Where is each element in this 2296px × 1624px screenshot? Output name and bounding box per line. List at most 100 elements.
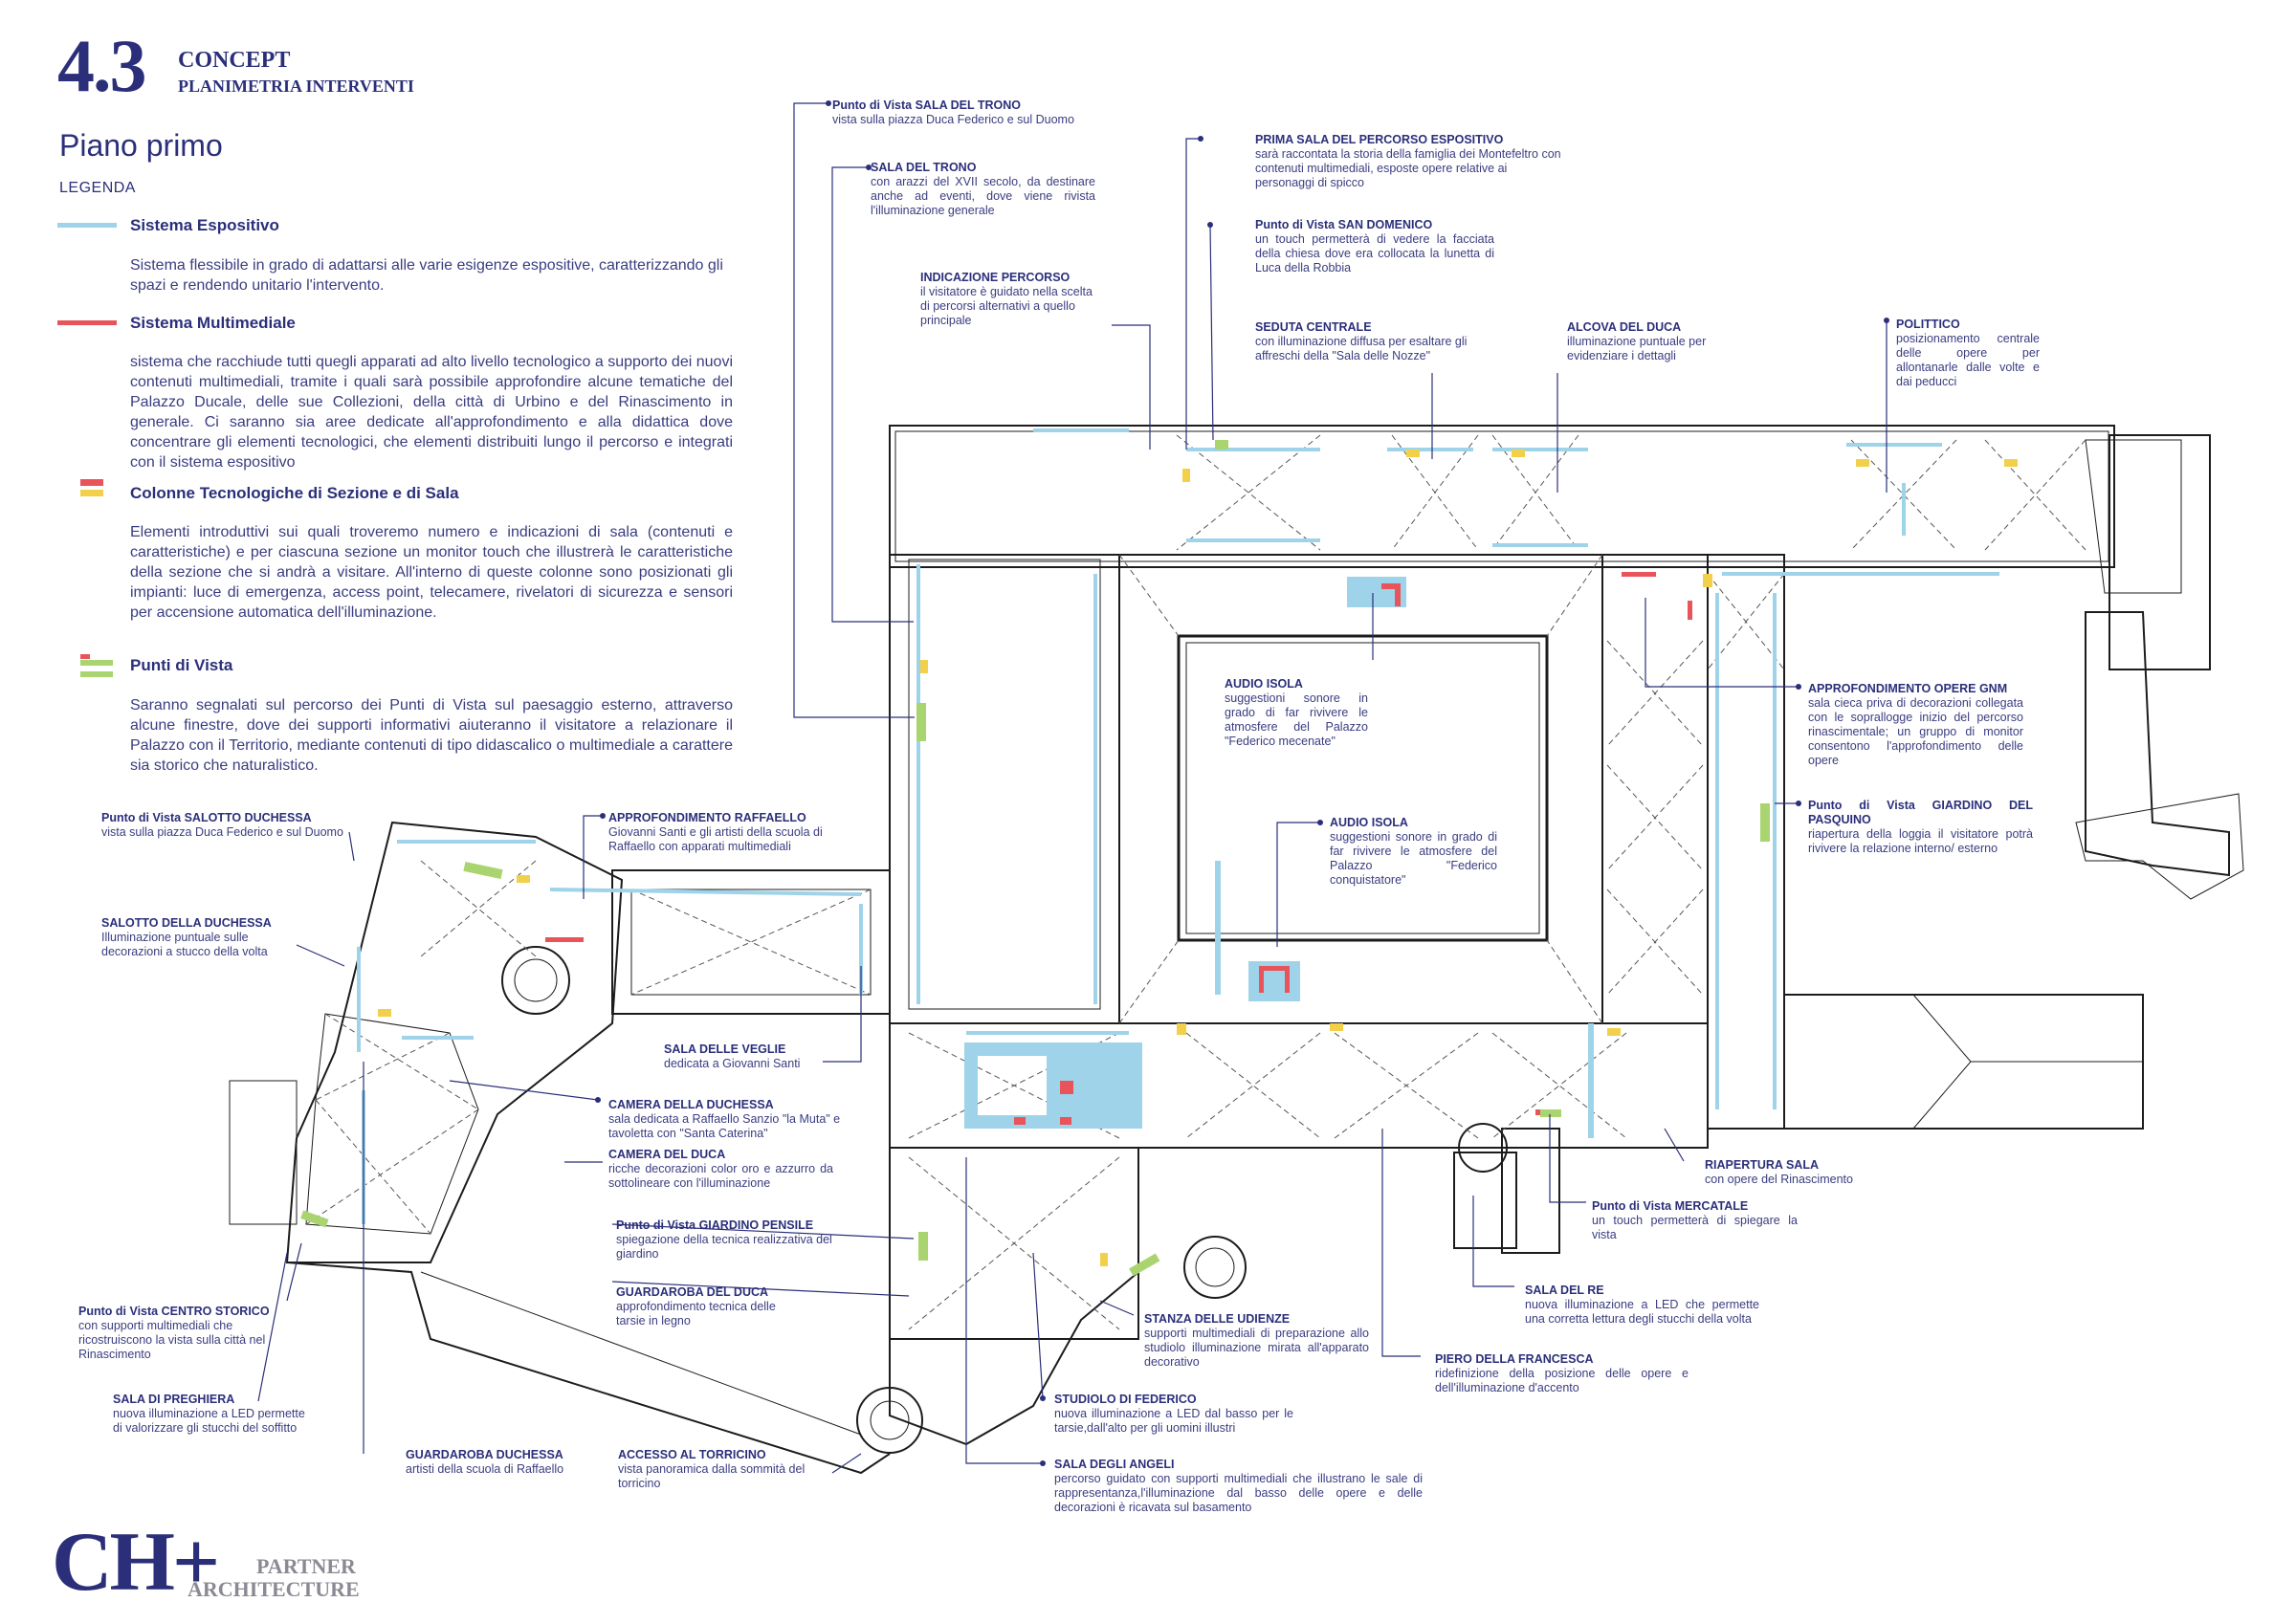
annotation-text: nuova illuminazione a LED dal basso per … bbox=[1054, 1407, 1293, 1435]
annotation-title: Punto di Vista SALA DEL TRONO bbox=[832, 99, 1022, 112]
annotation-title: SALA DEGLI ANGELI bbox=[1054, 1458, 1175, 1471]
leader-dots bbox=[595, 100, 1889, 1466]
annotation-title: Punto di Vista SAN DOMENICO bbox=[1255, 218, 1433, 231]
punti-swatch-red bbox=[80, 654, 90, 659]
annotation-text: il visitatore è guidato nella scelta di … bbox=[920, 285, 1093, 327]
annotation-title: Punto di Vista GIARDINO PENSILE bbox=[616, 1218, 814, 1232]
plan-walls bbox=[229, 425, 2244, 1475]
legend-text-multimediale: sistema che racchiude tutti quegli appar… bbox=[130, 354, 733, 471]
annotation-title: SALA DELLE VEGLIE bbox=[664, 1042, 786, 1056]
plate-subtitle: PLANIMETRIA INTERVENTI bbox=[178, 77, 414, 96]
logo-partner: PARTNER bbox=[256, 1554, 356, 1578]
annotation-title: INDICAZIONE PERCORSO bbox=[920, 271, 1071, 284]
annotation-title: SALA DEL TRONO bbox=[871, 161, 977, 174]
annotation-text: vista sulla piazza Duca Federico e sul D… bbox=[101, 825, 343, 839]
annotation-text: Giovanni Santi e gli artisti della scuol… bbox=[608, 825, 823, 853]
legend-title-colonne: Colonne Tecnologiche di Sezione e di Sal… bbox=[130, 484, 459, 502]
logo-mark: CH+ bbox=[52, 1516, 220, 1609]
annotation-text: con illuminazione diffusa per esaltare g… bbox=[1255, 335, 1468, 362]
annotation-text: con arazzi del XVII secolo, da destinare… bbox=[871, 175, 1095, 217]
annotation-text: sarà raccontata la storia della famiglia… bbox=[1255, 147, 1561, 189]
annotation-text: con supporti multimediali che ricostruis… bbox=[78, 1319, 266, 1361]
annotation-text: approfondimento tecnica delle tarsie in … bbox=[616, 1300, 776, 1328]
annotation-title: POLITTICO bbox=[1896, 318, 1960, 331]
annotation-title: GUARDAROBA DUCHESSA bbox=[406, 1448, 563, 1461]
annotation-text: suggestioni sonore in grado di far riviv… bbox=[1330, 830, 1497, 887]
colonne-swatch-top bbox=[80, 479, 103, 486]
annotation-text: sala dedicata a Raffaello Sanzio "la Mut… bbox=[608, 1112, 841, 1140]
plate-number: 4.3 bbox=[57, 24, 146, 107]
punti-swatch-green-top bbox=[80, 660, 113, 666]
annotation-title: APPROFONDIMENTO OPERE GNM bbox=[1808, 682, 2008, 695]
punti-swatch-green-bottom bbox=[80, 671, 113, 677]
annotation-text: riapertura della loggia il visitatore po… bbox=[1808, 827, 2033, 855]
legend-text-espositivo: Sistema flessibile in grado di adattarsi… bbox=[130, 257, 723, 294]
annotation-text: supporti multimediali di preparazione al… bbox=[1144, 1327, 1369, 1369]
annotation-text: dedicata a Giovanni Santi bbox=[664, 1057, 801, 1070]
leader-lines bbox=[257, 102, 1888, 1474]
annotation-text: con opere del Rinascimento bbox=[1705, 1173, 1853, 1186]
annotation-title: APPROFONDIMENTO RAFFAELLO bbox=[608, 811, 806, 824]
annotation-title: CAMERA DELLA DUCHESSA bbox=[608, 1098, 774, 1111]
annotation-text: nuova illuminazione a LED permette di va… bbox=[113, 1407, 305, 1435]
multimediale-elements bbox=[545, 572, 1692, 1125]
punti-elements bbox=[300, 440, 1770, 1277]
annotation-title: RIAPERTURA SALA bbox=[1705, 1158, 1819, 1172]
annotation-title: SALA DI PREGHIERA bbox=[113, 1393, 235, 1406]
annotation-title: PIERO DELLA FRANCESCA bbox=[1435, 1352, 1594, 1366]
annotation-title: SALOTTO DELLA DUCHESSA bbox=[101, 916, 272, 930]
annotation-text: ricche decorazioni color oro e azzurro d… bbox=[608, 1162, 833, 1190]
annotation-text: percorso guidato con supporti multimedia… bbox=[1054, 1472, 1423, 1514]
annotation-text: Illuminazione puntuale sulle decorazioni… bbox=[101, 931, 268, 958]
plate-title: CONCEPT bbox=[178, 48, 291, 73]
legend-text-punti: Saranno segnalati sul percorso dei Punti… bbox=[130, 697, 733, 774]
annotation-text: vista panoramica dalla sommità del torri… bbox=[618, 1462, 806, 1490]
logo-architecture: ARCHITECTURE bbox=[188, 1577, 360, 1601]
annotation-text: ridefinizione della posizione delle oper… bbox=[1435, 1367, 1689, 1394]
annotation-text: sala cieca priva di decorazioni collegat… bbox=[1808, 696, 2023, 767]
legend-title-multimediale: Sistema Multimediale bbox=[130, 314, 296, 332]
floor-title: Piano primo bbox=[59, 128, 223, 163]
legend-caption: LEGENDA bbox=[59, 180, 136, 196]
annotation-title: Punto di Vista GIARDINO DEL PASQUINO bbox=[1808, 799, 2033, 826]
annotation-text: un touch permetterà di vedere la facciat… bbox=[1255, 232, 1494, 274]
espositivo-swatch bbox=[57, 223, 117, 228]
multimediale-swatch bbox=[57, 320, 117, 325]
colonne-swatch-bottom bbox=[80, 490, 103, 496]
annotation-text: vista sulla piazza Duca Federico e sul D… bbox=[832, 113, 1074, 126]
espositivo-elements bbox=[964, 577, 1594, 1138]
annotation-text: suggestioni sonore in grado di far riviv… bbox=[1225, 691, 1368, 748]
annotation-title: Punto di Vista MERCATALE bbox=[1592, 1199, 1749, 1213]
annotation-title: Punto di Vista SALOTTO DUCHESSA bbox=[101, 811, 312, 824]
annotation-title: STANZA DELLE UDIENZE bbox=[1144, 1312, 1291, 1326]
annotation-title: STUDIOLO DI FEDERICO bbox=[1054, 1393, 1197, 1406]
legend-text-colonne: Elementi introduttivi sui quali troverem… bbox=[130, 524, 733, 621]
